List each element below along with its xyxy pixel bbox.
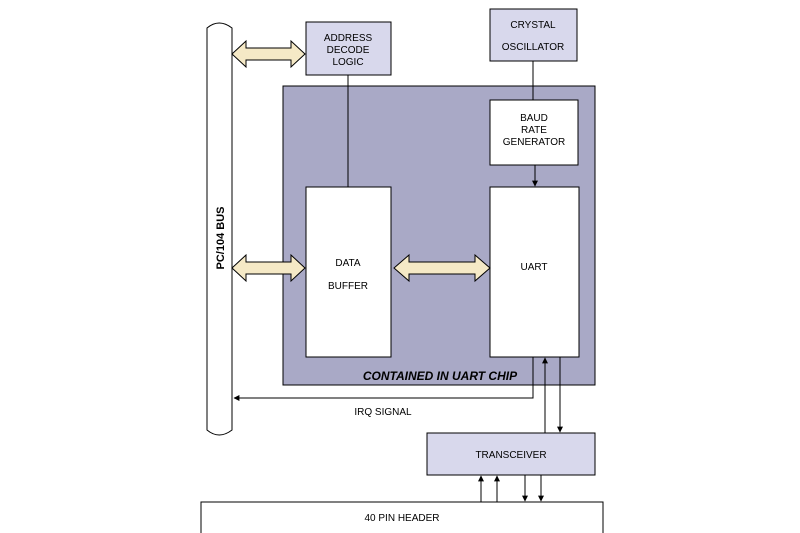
data-buffer-box [305,186,392,358]
baud-rate-generator-box [489,99,579,166]
baud-rate-label-3: GENERATOR [503,137,565,148]
data-buffer-label-1: DATA [335,258,361,269]
uart-box [489,186,580,358]
buffer-uart-arrow [393,253,491,283]
crystal-oscillator-label-1: CRYSTAL [510,20,556,31]
crystal-oscillator-box [489,8,578,62]
baud-rate-label-1: BAUD [520,113,548,124]
uart-chip-label: CONTAINED IN UART CHIP [363,369,518,383]
crystal-oscillator-label-2: OSCILLATOR [502,42,564,53]
uart-label: UART [520,262,547,273]
forty-pin-header-box [200,501,604,533]
transceiver-box [426,432,596,476]
pc104-bus [206,22,233,436]
irq-signal-line [233,357,534,401]
baud-rate-label-2: RATE [521,125,547,136]
bus-data-buffer-arrow [231,253,306,283]
bus-address-decode-arrow [231,39,306,69]
data-buffer-label-2: BUFFER [328,281,368,292]
irq-signal-label: IRQ SIGNAL [354,407,412,418]
forty-pin-header-label: 40 PIN HEADER [364,513,439,524]
pc104-bus-label: PC/104 BUS [215,207,227,270]
transceiver-label: TRANSCEIVER [475,450,546,461]
address-decode-label-1: ADDRESS [324,33,373,44]
address-decode-label-2: DECODE [327,45,370,56]
address-decode-label-3: LOGIC [332,57,363,68]
